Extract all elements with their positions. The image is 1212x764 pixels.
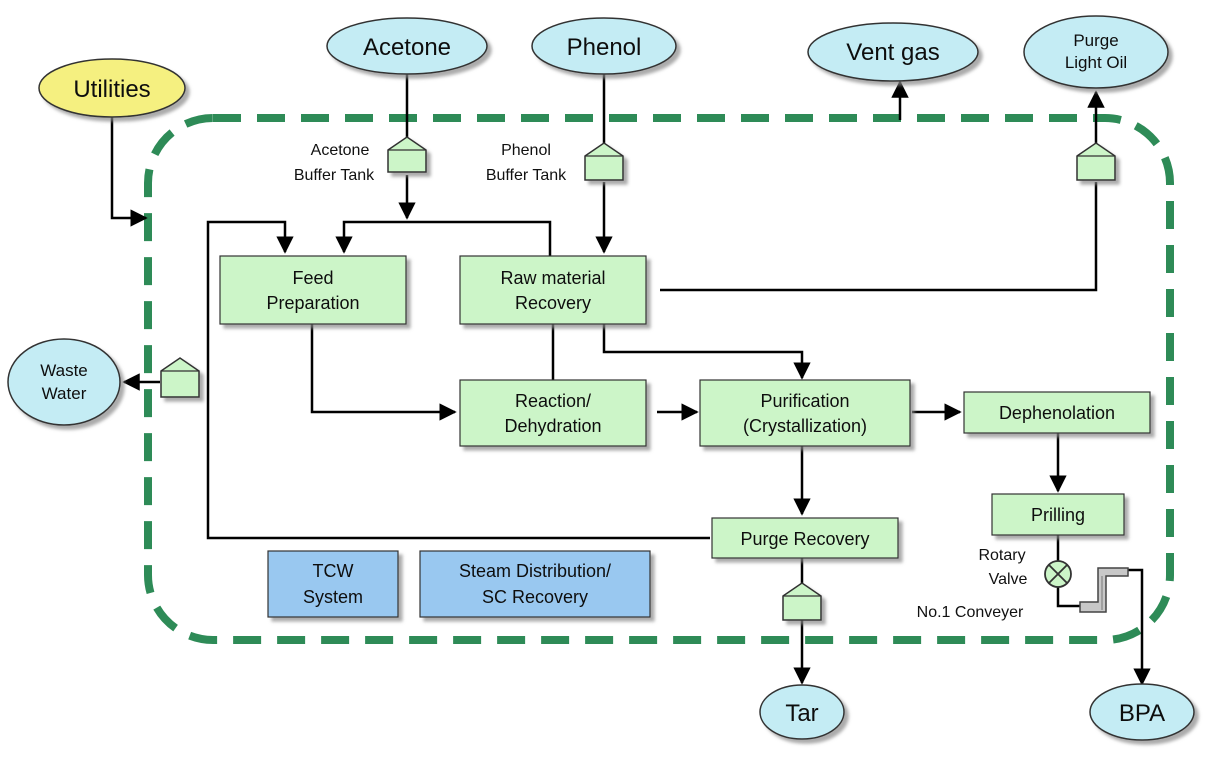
steam-distribution-box: Steam Distribution/ SC Recovery	[419, 550, 651, 618]
acetone-node: Acetone	[326, 17, 488, 75]
purge-light-oil-line2: Light Oil	[1065, 53, 1127, 72]
purge-recovery-label: Purge Recovery	[740, 529, 869, 549]
prilling-label: Prilling	[1031, 505, 1085, 525]
purge-light-oil-line1: Purge	[1073, 31, 1118, 50]
conveyer-icon	[1079, 567, 1129, 613]
waste-water-node: Waste Water	[7, 338, 121, 426]
raw-material-recovery-box: Raw material Recovery	[459, 255, 647, 325]
acetone-buffer-tank	[387, 136, 427, 173]
rotary-valve-icon	[1044, 560, 1072, 588]
acetone-label: Acetone	[363, 34, 451, 61]
prilling-box: Prilling	[991, 493, 1125, 536]
utilities-line	[110, 115, 148, 227]
plant-boundary	[144, 114, 1174, 644]
acetone-buffer-tank-line1: Acetone	[311, 142, 370, 159]
steam-distribution-line2: SC Recovery	[482, 587, 588, 607]
utilities-label: Utilities	[73, 76, 150, 103]
phenol-buffer-tank-line2: Buffer Tank	[486, 167, 567, 184]
dephenolation-label: Dephenolation	[999, 403, 1115, 423]
reaction-dehydration-line1: Reaction/	[515, 391, 591, 411]
feed-preparation-line2: Preparation	[266, 293, 359, 313]
raw-to-purif-line	[602, 324, 811, 380]
purge-recycle-line	[206, 220, 710, 540]
acetone-to-feed-line	[335, 220, 552, 256]
waste-water-tank	[160, 357, 200, 398]
reaction-dehydration-box: Reaction/ Dehydration	[459, 379, 647, 447]
light-oil-tank	[1076, 142, 1116, 181]
raw-material-recovery-line1: Raw material	[500, 268, 605, 288]
waste-water-line2: Water	[42, 384, 87, 403]
raw-material-recovery-line2: Recovery	[515, 293, 591, 313]
vent-gas-label: Vent gas	[846, 39, 939, 66]
tcw-system-line1: TCW	[313, 561, 354, 581]
steam-distribution-line1: Steam Distribution/	[459, 561, 611, 581]
rotary-valve-line2: Valve	[989, 571, 1028, 588]
feed-to-reaction-line	[310, 324, 457, 421]
tcw-system-box: TCW System	[267, 550, 399, 618]
purge-recovery-box: Purge Recovery	[711, 517, 899, 559]
phenol-buffer-tank	[584, 142, 624, 181]
acetone-buffer-tank-line2: Buffer Tank	[294, 167, 375, 184]
rotary-valve-line1: Rotary	[978, 547, 1025, 564]
raw-to-lightoil-line	[660, 182, 1098, 292]
conveyer-to-bpa-line	[1128, 568, 1151, 686]
phenol-buffer-tank-line1: Phenol	[501, 142, 551, 159]
feed-preparation-line1: Feed	[292, 268, 333, 288]
bpa-node: BPA	[1089, 683, 1195, 741]
reaction-dehydration-line2: Dehydration	[504, 416, 601, 436]
bpa-label: BPA	[1119, 700, 1165, 727]
phenol-node: Phenol	[531, 17, 677, 75]
purge-light-oil-node: Purge Light Oil	[1023, 15, 1169, 89]
valve-to-conveyer-line	[1056, 587, 1080, 608]
vent-gas-node: Vent gas	[807, 22, 979, 82]
no1-conveyer-label: No.1 Conveyer	[917, 604, 1024, 621]
tar-node: Tar	[759, 684, 845, 740]
phenol-label: Phenol	[567, 34, 642, 61]
dephenolation-box: Dephenolation	[963, 391, 1151, 434]
waste-water-line1: Waste	[40, 361, 88, 380]
flow-lines	[110, 72, 1151, 686]
tcw-system-line2: System	[303, 587, 363, 607]
purification-line1: Purification	[760, 391, 849, 411]
tar-tank	[782, 582, 822, 621]
feed-preparation-box: Feed Preparation	[219, 255, 407, 325]
purification-line2: (Crystallization)	[743, 416, 867, 436]
purification-box: Purification (Crystallization)	[699, 379, 911, 447]
tar-label: Tar	[785, 700, 818, 727]
utilities-node: Utilities	[38, 58, 186, 118]
